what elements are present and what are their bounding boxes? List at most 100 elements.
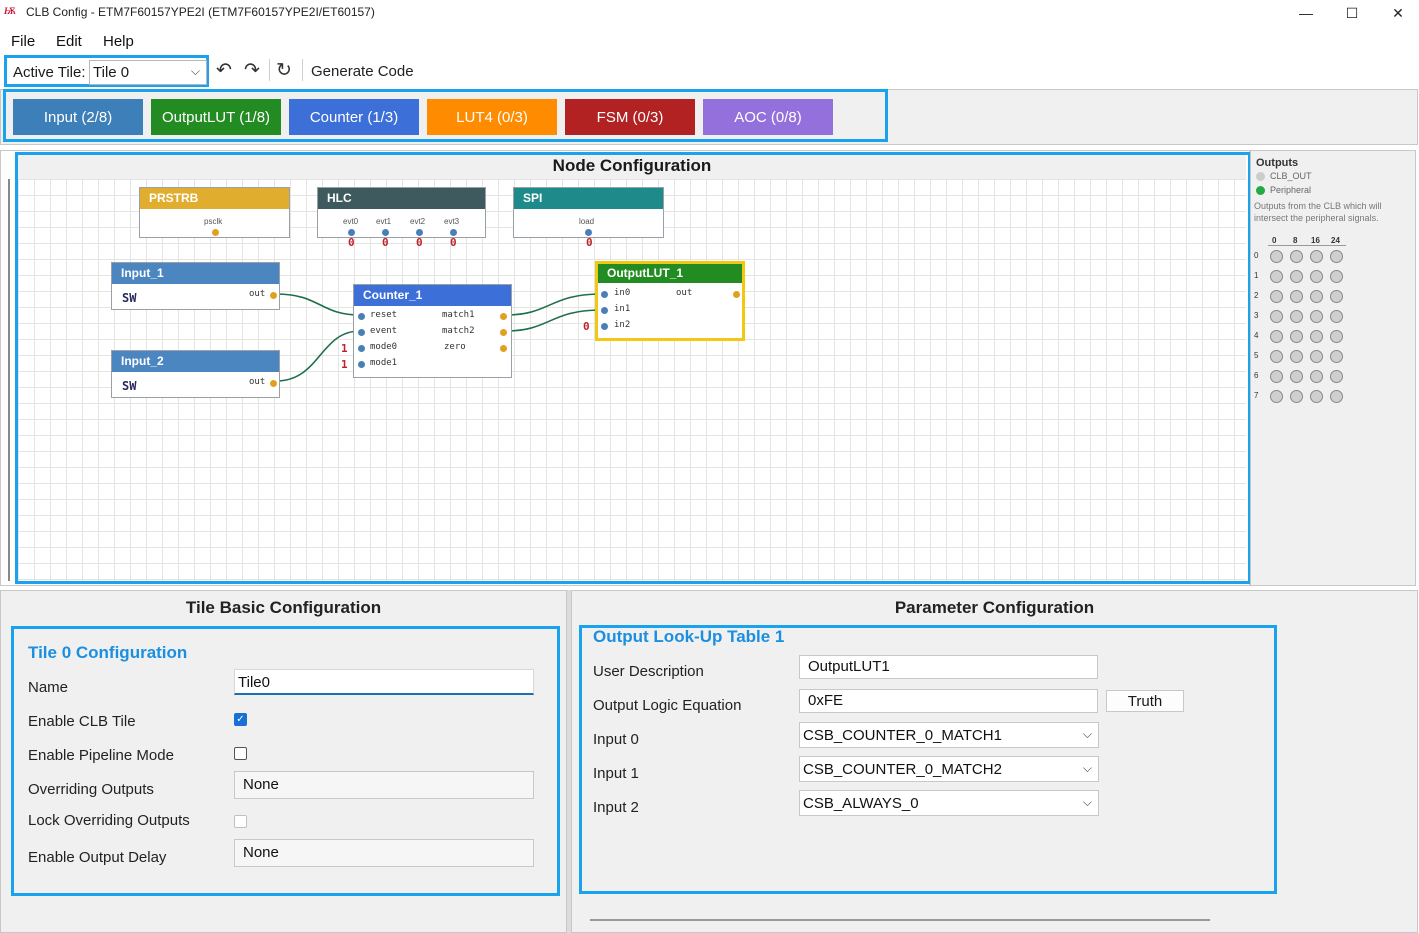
redo-icon[interactable]: ↷ — [244, 60, 260, 81]
port-dot[interactable] — [358, 345, 365, 352]
overriding-outputs-field[interactable]: None — [234, 771, 534, 799]
output-pin[interactable] — [1290, 270, 1303, 283]
output-pin[interactable] — [1270, 350, 1283, 363]
output-pin[interactable] — [1290, 290, 1303, 303]
port-dot[interactable] — [500, 345, 507, 352]
port-dot[interactable] — [358, 361, 365, 368]
node-config-highlight — [15, 152, 1251, 584]
port-dot[interactable] — [500, 313, 507, 320]
node-outputlut-1[interactable]: OutputLUT_1 in0 in1 in2 out — [595, 261, 745, 341]
port-dot[interactable] — [500, 329, 507, 336]
port-dot[interactable] — [358, 329, 365, 336]
minimize-button[interactable]: — — [1299, 5, 1313, 21]
close-button[interactable]: ✕ — [1392, 4, 1404, 21]
undo-icon[interactable]: ↶ — [216, 60, 232, 81]
palette-button-counter[interactable]: Counter (1/3) — [289, 99, 419, 135]
node-input-1[interactable]: Input_1 SW out — [111, 262, 280, 310]
output-pin[interactable] — [1270, 370, 1283, 383]
output-pin[interactable] — [1310, 290, 1323, 303]
output-pin[interactable] — [1330, 330, 1343, 343]
input-2-select[interactable]: CSB_ALWAYS_0 ⌵ — [799, 790, 1099, 816]
output-pin[interactable] — [1330, 310, 1343, 323]
name-label: Name — [28, 679, 69, 696]
port-dot[interactable] — [601, 307, 608, 314]
output-pin[interactable] — [1270, 270, 1283, 283]
input-0-value: CSB_COUNTER_0_MATCH1 — [803, 727, 1002, 744]
output-pin[interactable] — [1310, 370, 1323, 383]
output-pin[interactable] — [1270, 250, 1283, 263]
output-pin[interactable] — [1310, 330, 1323, 343]
user-description-field[interactable]: OutputLUT1 — [799, 655, 1098, 679]
generate-code-button[interactable]: Generate Code — [311, 63, 414, 80]
node-hlc[interactable]: HLC evt0 evt1 evt2 evt3 — [317, 187, 486, 238]
palette-button-outputlut[interactable]: OutputLUT (1/8) — [151, 99, 281, 135]
output-pin[interactable] — [1330, 390, 1343, 403]
horizontal-scrollbar[interactable] — [590, 919, 1210, 921]
row-header: 0 — [1254, 251, 1259, 260]
port-dot[interactable] — [348, 229, 355, 236]
enable-clb-tile-checkbox[interactable]: ✓ — [234, 713, 247, 726]
output-pin[interactable] — [1330, 350, 1343, 363]
palette-highlight — [3, 89, 888, 142]
output-pin[interactable] — [1290, 350, 1303, 363]
output-pin[interactable] — [1290, 310, 1303, 323]
parameter-configuration-title: Parameter Configuration — [894, 598, 1095, 617]
output-pin[interactable] — [1330, 370, 1343, 383]
input-0-select[interactable]: CSB_COUNTER_0_MATCH1 ⌵ — [799, 722, 1099, 748]
port-dot[interactable] — [270, 292, 277, 299]
enable-pipeline-checkbox[interactable] — [234, 747, 247, 760]
output-pin[interactable] — [1270, 390, 1283, 403]
port-dot[interactable] — [601, 291, 608, 298]
truth-button[interactable]: Truth — [1106, 690, 1184, 712]
port-dot[interactable] — [358, 313, 365, 320]
output-pin[interactable] — [1330, 250, 1343, 263]
menu-help[interactable]: Help — [103, 33, 134, 50]
port-dot[interactable] — [601, 323, 608, 330]
port-dot[interactable] — [382, 229, 389, 236]
output-pin[interactable] — [1290, 370, 1303, 383]
output-pin[interactable] — [1290, 330, 1303, 343]
output-pin[interactable] — [1330, 290, 1343, 303]
menu-edit[interactable]: Edit — [56, 33, 82, 50]
refresh-icon[interactable]: ↻ — [276, 60, 292, 81]
legend-peripheral-icon — [1256, 186, 1265, 195]
output-pin[interactable] — [1270, 330, 1283, 343]
palette-button-aoc[interactable]: AOC (0/8) — [703, 99, 833, 135]
enable-output-delay-field[interactable]: None — [234, 839, 534, 867]
port-dot[interactable] — [416, 229, 423, 236]
port-dot[interactable] — [450, 229, 457, 236]
node-counter-1[interactable]: Counter_1 reset event mode0 mode1 match1… — [353, 284, 512, 378]
name-field[interactable]: Tile0 — [234, 669, 534, 695]
node-input-2[interactable]: Input_2 SW out — [111, 350, 280, 398]
output-pin[interactable] — [1310, 390, 1323, 403]
port-out: out — [676, 288, 693, 298]
output-pin[interactable] — [1310, 250, 1323, 263]
node-prstrb[interactable]: PRSTRB psclk — [139, 187, 290, 238]
palette-button-input[interactable]: Input (2/8) — [13, 99, 143, 135]
output-pin[interactable] — [1310, 350, 1323, 363]
output-pin[interactable] — [1310, 310, 1323, 323]
output-logic-equation-field[interactable]: 0xFE — [799, 689, 1098, 713]
output-pin[interactable] — [1270, 290, 1283, 303]
user-description-label: User Description — [593, 663, 704, 680]
lock-overriding-checkbox[interactable] — [234, 815, 247, 828]
panel-splitter[interactable] — [567, 590, 571, 933]
output-pin[interactable] — [1330, 270, 1343, 283]
maximize-button[interactable]: ☐ — [1345, 4, 1359, 21]
node-spi[interactable]: SPI load — [513, 187, 664, 238]
output-pin[interactable] — [1270, 310, 1283, 323]
port-mode1: mode1 — [370, 358, 398, 368]
palette-button-lut4[interactable]: LUT4 (0/3) — [427, 99, 557, 135]
active-tile-select[interactable]: Tile 0 ⌵ — [89, 60, 207, 85]
port-dot[interactable] — [733, 291, 740, 298]
port-dot[interactable] — [585, 229, 592, 236]
input-1-select[interactable]: CSB_COUNTER_0_MATCH2 ⌵ — [799, 756, 1099, 782]
menu-file[interactable]: File — [11, 33, 36, 50]
port-dot[interactable] — [212, 229, 219, 236]
palette-button-fsm[interactable]: FSM (0/3) — [565, 99, 695, 135]
output-pin[interactable] — [1290, 250, 1303, 263]
output-pin[interactable] — [1310, 270, 1323, 283]
output-pin[interactable] — [1290, 390, 1303, 403]
port-dot[interactable] — [270, 380, 277, 387]
port-evt2: evt2 — [410, 217, 426, 226]
